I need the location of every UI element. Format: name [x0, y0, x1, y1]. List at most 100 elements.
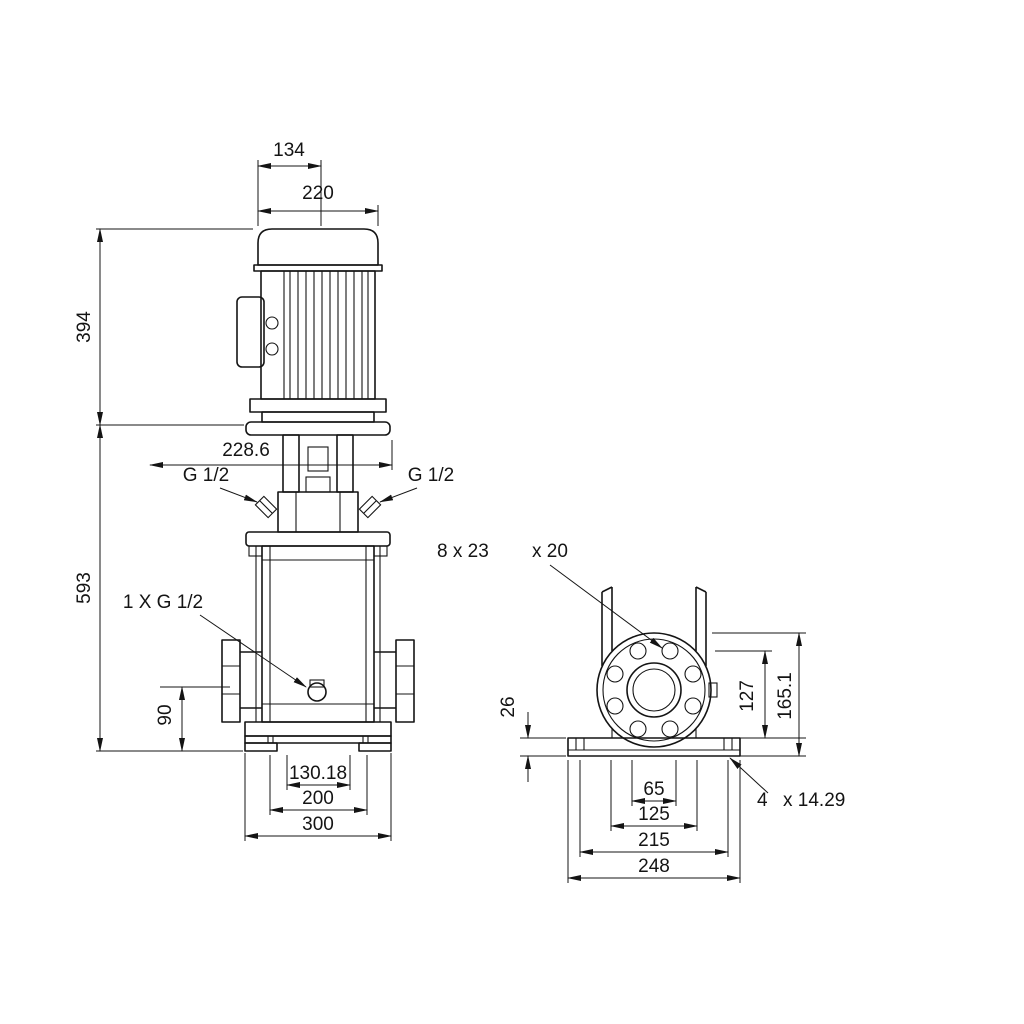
motor-neck [261, 411, 375, 423]
dim-base-height: 26 [498, 696, 519, 717]
base-side-plate [567, 737, 741, 757]
discharge-flange-holes [396, 665, 414, 695]
base-foot-right [358, 742, 392, 752]
head-body-lines [295, 492, 341, 532]
side-view: 8 x 23 x 20 26 127 165.1 65 125 [437, 541, 845, 883]
leader-bolt-spec [549, 564, 663, 649]
ext-lines-125 [610, 760, 698, 831]
motor-flange [249, 398, 387, 413]
dim-pump-height: 593 [74, 572, 95, 604]
bolt-hole [606, 665, 624, 683]
dim-motor-top: 134 [273, 140, 305, 161]
discharge-flange [395, 639, 415, 723]
flange-bore-outer [626, 662, 682, 718]
flange-outer-circle [596, 632, 712, 748]
coupling-guard-right [336, 434, 354, 493]
dim-motor-height: 394 [74, 311, 95, 343]
dim-side-w2: 125 [638, 804, 670, 825]
leader-g-half-right [379, 487, 418, 503]
head-top-plate [245, 421, 391, 436]
motor-body [260, 270, 376, 400]
label-base-hole-b: x 14.29 [783, 790, 845, 811]
ext-lines-215 [579, 760, 729, 857]
head-body [277, 491, 359, 533]
dim-coupling: 228.6 [222, 440, 270, 461]
base-plate-top [244, 721, 392, 737]
suction-pipe [240, 651, 262, 709]
ext-lines-65 [631, 760, 677, 806]
leader-base-hole [729, 757, 769, 794]
ext-lines-134 [257, 160, 322, 226]
motor-shoulder [253, 264, 383, 272]
bolt-hole [606, 697, 624, 715]
cable-entry-hole-top [265, 316, 279, 330]
base-plate-band [244, 735, 392, 744]
dim-front-w1: 130.18 [289, 763, 347, 784]
dim-side-h1: 127 [737, 680, 758, 712]
dim-side-h2: 165.1 [775, 672, 796, 720]
priming-plug-boss [305, 476, 331, 493]
flange-side-tab [708, 682, 718, 698]
bolt-hole [684, 697, 702, 715]
front-dimensions: 134 220 394 593 228.6 G 1/2 G 1/2 [74, 140, 454, 841]
base-hole-marks [267, 736, 369, 743]
ext-lines-394 [96, 228, 253, 426]
label-bolt-spec-a: 8 x 23 [437, 541, 489, 562]
base-foot-left [244, 742, 278, 752]
flange-raised-face [602, 638, 706, 742]
ext-lines-248 [567, 760, 741, 883]
ext-lines-130-18 [286, 755, 351, 790]
sleeve-bands [262, 559, 374, 705]
dim-front-w2: 200 [302, 788, 334, 809]
bolt-holes [606, 642, 702, 738]
label-drain: 1 X G 1/2 [123, 592, 203, 613]
dim-port-height: 90 [155, 704, 176, 725]
sleeve-outer [261, 545, 375, 723]
dim-side-w1: 65 [643, 779, 664, 800]
bolt-hole [661, 642, 679, 660]
ports [221, 639, 415, 723]
tie-rods [255, 546, 381, 722]
bolt-hole [661, 720, 679, 738]
front-view: 134 220 394 593 228.6 G 1/2 G 1/2 [74, 140, 454, 841]
chamber-stack [255, 545, 381, 723]
side-dimensions: 8 x 23 x 20 26 127 165.1 65 125 [437, 541, 845, 883]
discharge-pipe [374, 651, 396, 709]
ext-lines-200 [269, 755, 368, 815]
leader-drain [199, 614, 307, 688]
suction-flange [221, 639, 241, 723]
base-side-holes [575, 738, 733, 750]
ext-lines-300 [244, 753, 392, 841]
label-bolt-spec-b: x 20 [532, 541, 568, 562]
sleeve-inner-lines [269, 546, 367, 722]
bolt-hole [629, 720, 647, 738]
dim-motor-width: 220 [302, 183, 334, 204]
label-base-hole-a: 4 [757, 790, 768, 811]
flange-bore-inner [632, 668, 676, 712]
leader-g-half-left [219, 487, 258, 503]
side-flange [596, 632, 718, 748]
base-front [244, 721, 392, 752]
dim-side-w4: 248 [638, 856, 670, 877]
column-to-base [611, 728, 697, 738]
motor-top-cap [257, 228, 379, 266]
motor [236, 228, 387, 423]
coupling-shaft [307, 446, 329, 472]
gauge-plug-right-line [363, 500, 377, 514]
bolt-hole [629, 642, 647, 660]
ext-lines-165-1 [712, 632, 806, 757]
label-g-half-left: G 1/2 [183, 465, 229, 486]
dim-side-w3: 215 [638, 830, 670, 851]
cable-entry-hole-bottom [265, 342, 279, 356]
motor-fins [283, 271, 369, 399]
gauge-plug-left-line [259, 500, 273, 514]
base-side [567, 737, 741, 757]
column-lines [601, 586, 707, 666]
dim-front-w3: 300 [302, 814, 334, 835]
drain-plug [307, 682, 327, 702]
mounting-flange [245, 531, 391, 547]
drain-plug-boss [309, 679, 325, 688]
terminal-box [236, 296, 265, 368]
